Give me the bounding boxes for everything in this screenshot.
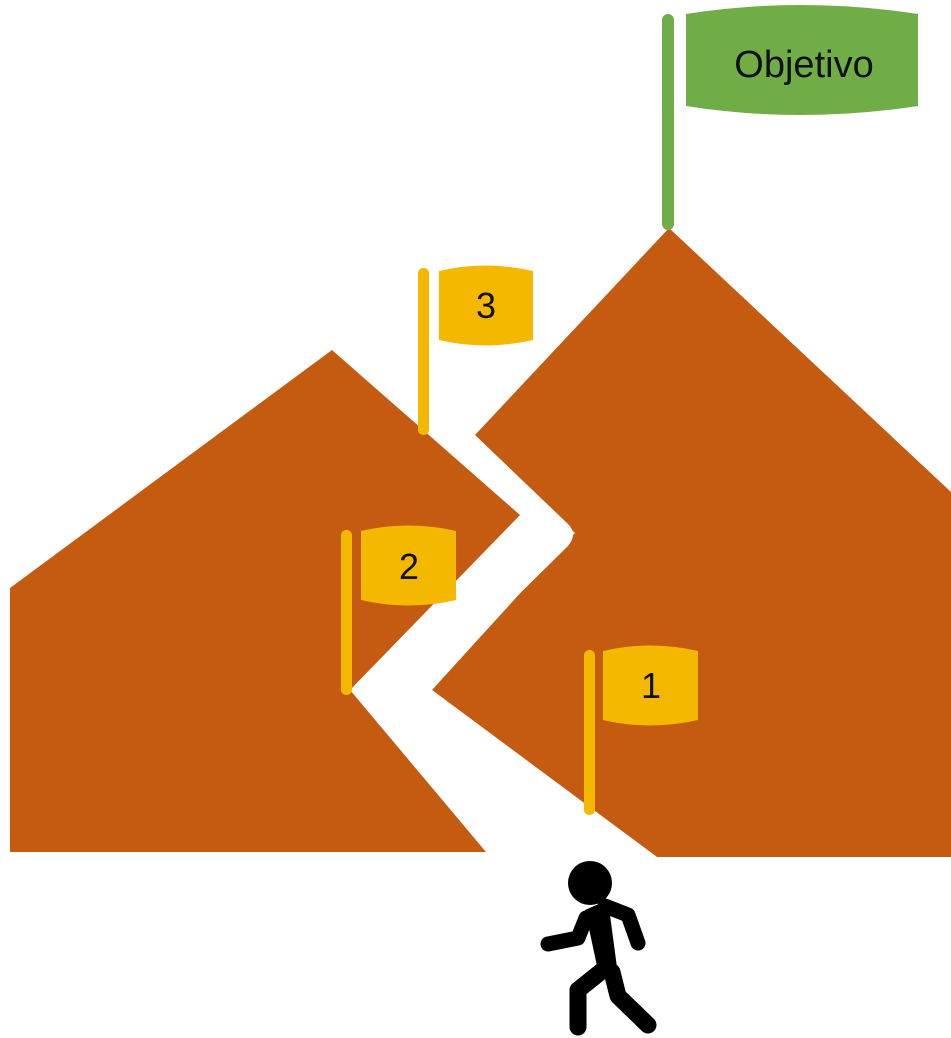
milestone-flag-3-banner [439, 265, 533, 346]
winding-path [352, 427, 657, 857]
mountains [10, 228, 951, 857]
walker-front-arm [597, 898, 646, 951]
milestone-flag-2: 2 [341, 525, 456, 695]
milestone-flag-2-label: 2 [399, 546, 419, 587]
goal-flag: Objetivo [662, 5, 918, 230]
walker-torso [585, 900, 618, 980]
goal-flag-banner [686, 5, 918, 115]
milestone-flag-2-banner [361, 525, 456, 606]
left-mountain [10, 350, 520, 852]
goal-flag-pole [662, 14, 674, 230]
milestone-flag-1-label: 1 [641, 665, 661, 706]
walker-back-leg [569, 961, 612, 1036]
person-walking-icon [540, 861, 657, 1036]
milestone-flag-2-pole [341, 530, 352, 695]
walker-front-leg [603, 963, 657, 1034]
milestone-flag-3-label: 3 [476, 285, 496, 326]
walker-back-arm [540, 910, 594, 952]
walker-head [568, 861, 612, 905]
milestone-flag-3: 3 [418, 265, 533, 435]
milestone-flag-3-pole [418, 268, 429, 435]
right-mountain [432, 228, 951, 857]
milestone-flag-1-banner [603, 645, 698, 726]
milestone-flag-1-pole [584, 650, 595, 815]
goal-flag-label: Objetivo [734, 44, 873, 86]
milestone-flag-1: 1 [584, 645, 698, 815]
